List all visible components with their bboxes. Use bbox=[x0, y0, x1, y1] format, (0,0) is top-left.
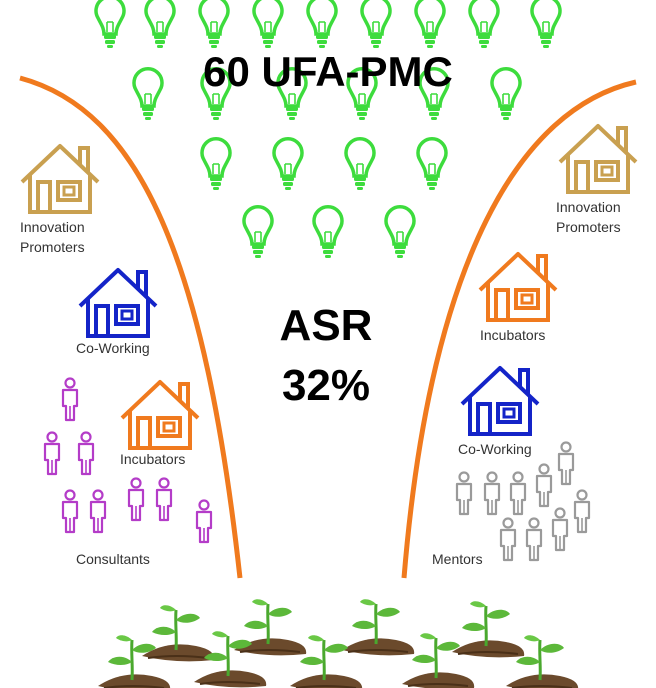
left-incubators: Incubators bbox=[120, 380, 200, 467]
asr-value: 32% bbox=[282, 361, 370, 410]
right-incubators-label: Incubators bbox=[480, 327, 545, 343]
person-icon bbox=[509, 471, 527, 516]
seedling-icon bbox=[140, 603, 216, 663]
person-icon bbox=[551, 507, 569, 552]
person-icon bbox=[535, 463, 553, 508]
right-innovation-label-2: Promoters bbox=[556, 219, 621, 235]
house-icon bbox=[460, 366, 540, 436]
right-incubators: Incubators bbox=[478, 252, 558, 343]
right-innovation-promoters: Innovation Promoters bbox=[556, 124, 638, 235]
asr-label: ASR bbox=[280, 301, 373, 350]
person-icon bbox=[77, 431, 95, 476]
person-icon bbox=[61, 489, 79, 534]
house-icon bbox=[478, 252, 558, 322]
lightbulb-icon bbox=[144, 0, 176, 50]
left-consultants-group: Consultants bbox=[43, 377, 213, 567]
lightbulb-icon bbox=[344, 137, 376, 192]
person-icon bbox=[455, 471, 473, 516]
person-icon bbox=[499, 517, 517, 562]
person-icon bbox=[483, 471, 501, 516]
lightbulb-icon bbox=[272, 137, 304, 192]
person-icon bbox=[525, 517, 543, 562]
lightbulb-icon bbox=[252, 0, 284, 50]
lightbulb-icon bbox=[490, 67, 522, 122]
seedlings-row bbox=[96, 597, 580, 688]
lightbulb-cluster bbox=[94, 0, 562, 260]
left-consultants-label: Consultants bbox=[76, 551, 150, 567]
person-icon bbox=[557, 441, 575, 486]
person-icon bbox=[195, 499, 213, 544]
right-coworking-label: Co-Working bbox=[458, 441, 532, 457]
right-coworking: Co-Working bbox=[458, 366, 540, 457]
right-mentors-group: Mentors bbox=[432, 441, 591, 567]
lightbulb-icon bbox=[312, 205, 344, 260]
lightbulb-icon bbox=[132, 67, 164, 122]
house-icon bbox=[558, 124, 638, 194]
lightbulb-icon bbox=[94, 0, 126, 50]
seedling-icon bbox=[288, 633, 364, 688]
house-icon bbox=[78, 268, 158, 338]
lightbulb-icon bbox=[306, 0, 338, 50]
house-icon bbox=[20, 144, 100, 214]
seedling-icon bbox=[450, 599, 526, 659]
funnel-right-curve bbox=[401, 79, 637, 579]
house-icon bbox=[120, 380, 200, 450]
lightbulb-icon bbox=[530, 0, 562, 50]
seedling-icon bbox=[96, 633, 172, 688]
left-innovation-label-1: Innovation bbox=[20, 219, 85, 235]
lightbulb-icon bbox=[414, 0, 446, 50]
person-icon bbox=[573, 489, 591, 534]
left-innovation-promoters: Innovation Promoters bbox=[20, 144, 100, 255]
left-coworking-label: Co-Working bbox=[76, 340, 150, 356]
person-icon bbox=[127, 477, 145, 522]
person-icon bbox=[43, 431, 61, 476]
lightbulb-icon bbox=[242, 205, 274, 260]
funnel-left-curve bbox=[19, 75, 243, 579]
left-incubators-label: Incubators bbox=[120, 451, 185, 467]
lightbulb-icon bbox=[198, 0, 230, 50]
person-icon bbox=[89, 489, 107, 534]
lightbulb-icon bbox=[468, 0, 500, 50]
seedling-icon bbox=[340, 597, 416, 657]
lightbulb-icon bbox=[416, 137, 448, 192]
lightbulb-icon bbox=[200, 137, 232, 192]
left-coworking: Co-Working bbox=[76, 268, 158, 356]
left-innovation-label-2: Promoters bbox=[20, 239, 85, 255]
person-icon bbox=[61, 377, 79, 422]
seedling-icon bbox=[504, 633, 580, 688]
diagram-title: 60 UFA-PMC bbox=[203, 48, 453, 95]
lightbulb-icon bbox=[384, 205, 416, 260]
right-mentors-label: Mentors bbox=[432, 551, 483, 567]
right-innovation-label-1: Innovation bbox=[556, 199, 621, 215]
person-icon bbox=[155, 477, 173, 522]
lightbulb-icon bbox=[360, 0, 392, 50]
seedling-icon bbox=[400, 631, 476, 688]
